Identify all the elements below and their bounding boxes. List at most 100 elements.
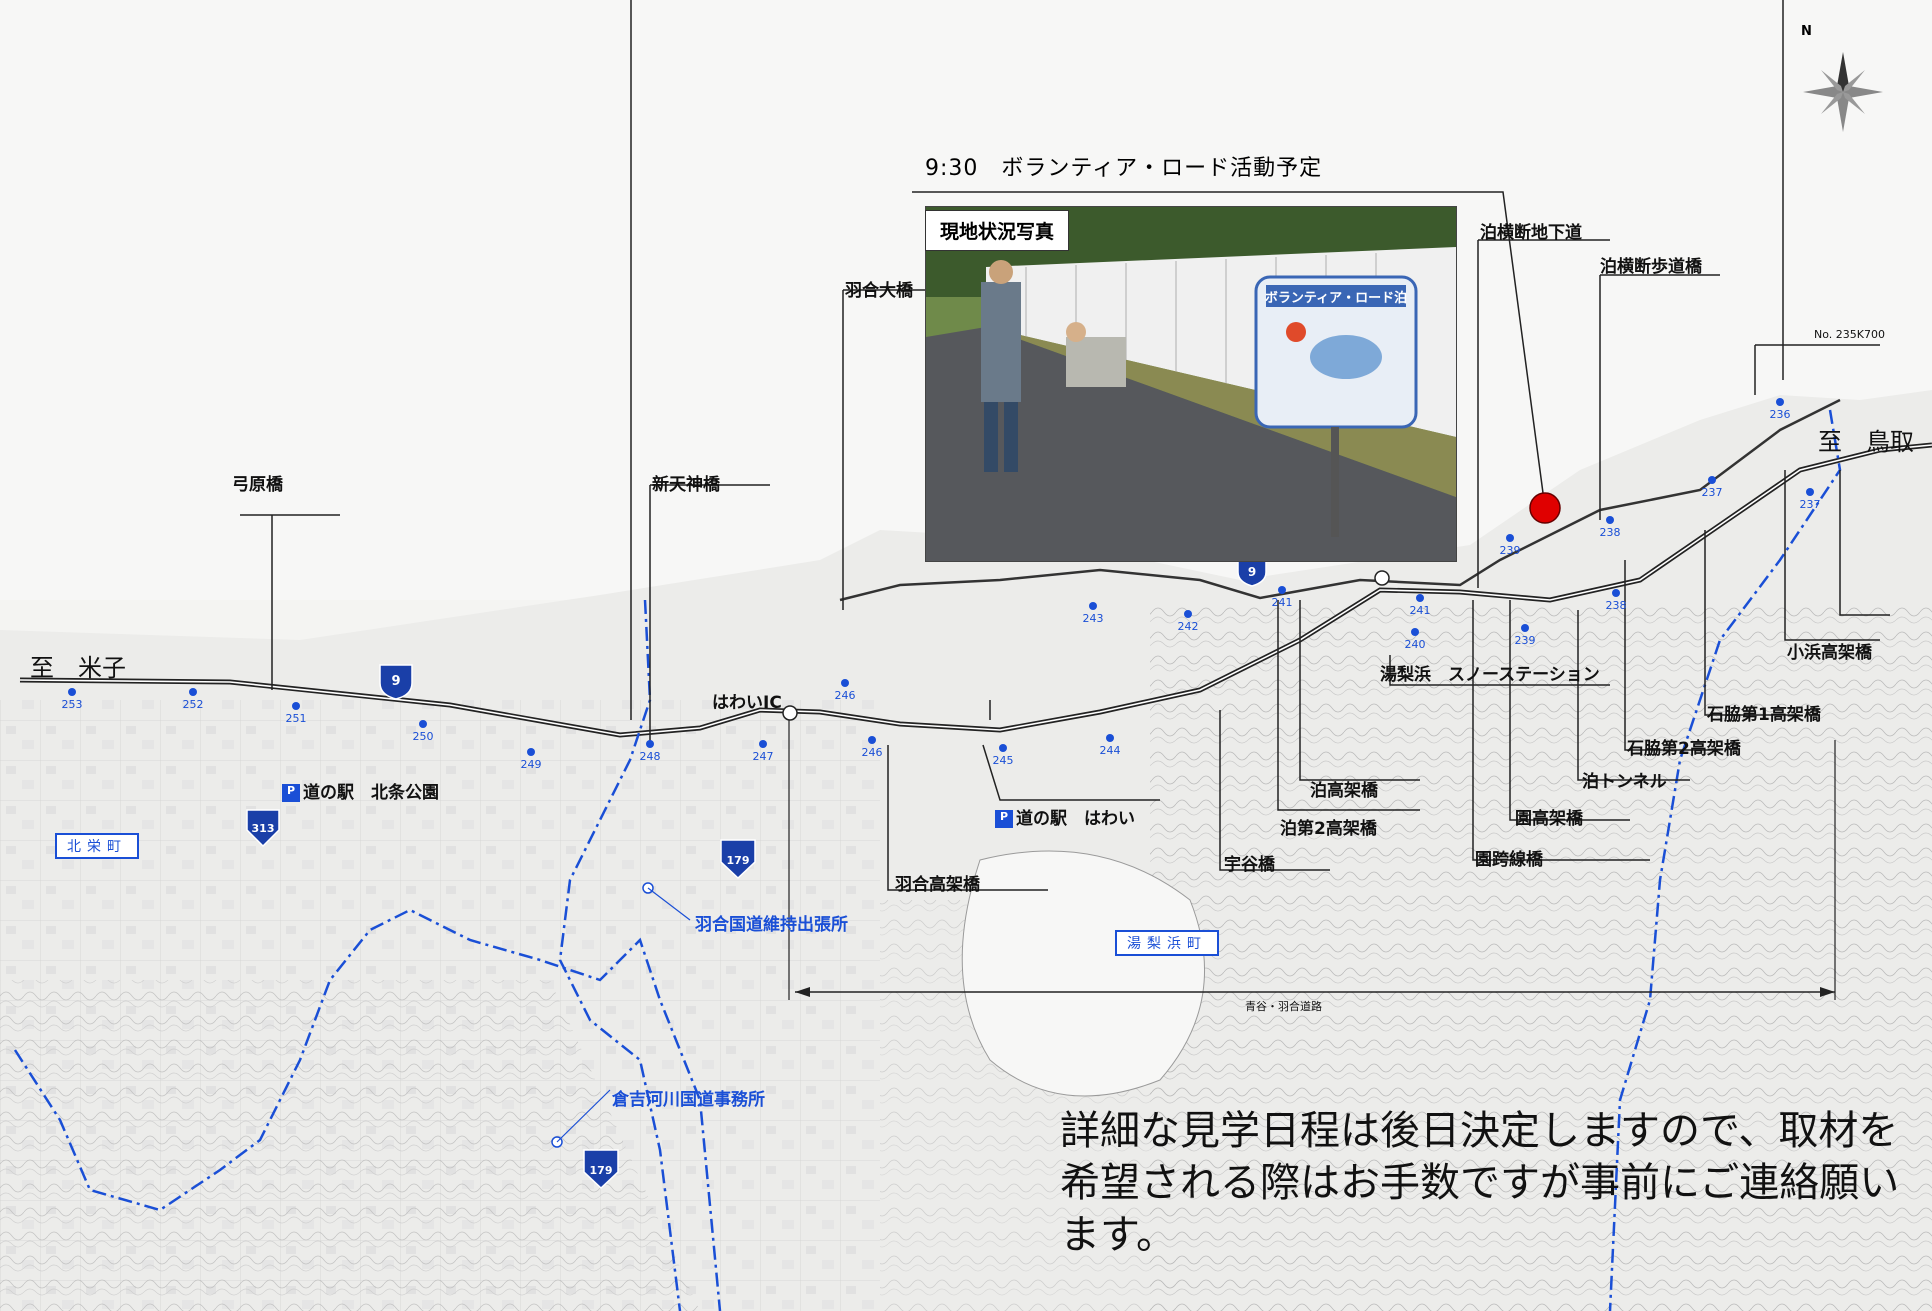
kilometer-post-markers: 253 252 251 250 249 248 247 246 246 245 244 243 242 2… — [62, 398, 1821, 771]
lake-togo — [961, 850, 1205, 1097]
michinoeki-hawai-label: 道の駅 はわい — [1016, 809, 1135, 829]
km-marker-dot — [1278, 586, 1286, 594]
bridge-tomari-kokakyo: 泊高架橋 — [1310, 781, 1378, 801]
town-yurihama: 湯梨浜町 — [1115, 930, 1219, 956]
route-shield-179-number: 179 — [727, 854, 750, 867]
km-marker-dot — [68, 688, 76, 696]
kurayoshi-office: 倉吉河川国道事務所 — [612, 1090, 765, 1110]
bridge-utani: 宇谷橋 — [1224, 855, 1275, 875]
km-marker-dot — [1106, 734, 1114, 742]
route-shield-9 — [379, 664, 413, 700]
bridge-kohama: 小浜高架橋 — [1787, 643, 1872, 663]
town-hokuei: 北栄町 — [55, 833, 139, 859]
tunnel-tomari: 泊トンネル — [1582, 772, 1667, 792]
hills-east — [1150, 600, 1932, 1311]
km-marker-label: 247 — [753, 750, 774, 763]
km-marker-dot — [1612, 589, 1620, 597]
road-name-label: 青谷・羽合道路 — [1245, 1000, 1322, 1013]
km-marker-label: 244 — [1100, 744, 1121, 757]
km-marker-dot — [1806, 488, 1814, 496]
km-marker-dot — [1184, 610, 1192, 618]
km-marker-label: 239 — [1515, 634, 1536, 647]
schedule-label: 9:30 ボランティア・ロード活動予定 — [925, 156, 1323, 181]
km-marker-label: 241 — [1410, 604, 1431, 617]
km-marker-dot — [1089, 602, 1097, 610]
north-arrow-icon — [1803, 52, 1883, 132]
bridge-hawai-kokakyo: 羽合高架橋 — [895, 875, 980, 895]
km-marker-label: 243 — [1083, 612, 1104, 625]
km-marker-label: 237 — [1702, 486, 1723, 499]
hills-south-west — [0, 980, 700, 1311]
route-shield-179-south — [583, 1149, 619, 1190]
km-marker-label: 248 — [640, 750, 661, 763]
km-marker-label: 253 — [62, 698, 83, 711]
sign-title: ボランティア・ロード泊 — [1265, 290, 1407, 306]
km-marker-dot — [189, 688, 197, 696]
km-marker-label: 246 — [862, 746, 883, 759]
km-marker-dot — [759, 740, 767, 748]
bridge-ishiwaki-dai2: 石脇第2高架橋 — [1627, 739, 1741, 759]
km-marker-dot — [868, 736, 876, 744]
volunteer-activity-location — [1529, 492, 1561, 524]
km-marker-dot — [1606, 516, 1614, 524]
km-marker-label: 251 — [286, 712, 307, 725]
footbridge-tomari: 泊横断歩道橋 — [1600, 257, 1702, 277]
km-marker-dot — [841, 679, 849, 687]
bridge-sono-kokakyo: 園高架橋 — [1515, 809, 1583, 829]
km-marker-dot — [419, 720, 427, 728]
km-post-label: No. 235K700 — [1814, 328, 1885, 341]
km-marker-label: 238 — [1600, 526, 1621, 539]
route-shield-179 — [720, 839, 756, 880]
km-marker-label: 239 — [1500, 544, 1521, 557]
km-marker-dot — [1416, 594, 1424, 602]
route-shield-9-east-number: 9 — [1248, 565, 1256, 579]
bridge-tomari-dai2: 泊第2高架橋 — [1280, 819, 1377, 839]
municipal-boundary-west — [13, 908, 722, 1311]
underpass-tomari: 泊横断地下道 — [1480, 223, 1582, 243]
km-marker-label: 252 — [183, 698, 204, 711]
destination-west: 至 米子 — [30, 654, 126, 682]
route-shield-9-east — [1237, 555, 1267, 587]
km-marker-label: 238 — [1606, 599, 1627, 612]
km-marker-label: 240 — [1405, 638, 1426, 651]
north-label: N — [1801, 24, 1812, 39]
hawai-maintenance-office: 羽合国道維持出張所 — [695, 915, 848, 935]
hawai-ic: はわいIC — [712, 693, 782, 713]
km-marker-dot — [999, 744, 1007, 752]
bridge-yumigahama: 弓原橋 — [232, 475, 283, 495]
km-marker-dot — [1708, 476, 1716, 484]
destination-east: 至 鳥取 — [1818, 428, 1914, 456]
bridge-sono-kosenkyo: 園跨線橋 — [1475, 850, 1543, 870]
yurihama-snow-station: 湯梨浜 スノーステーション — [1380, 665, 1600, 685]
km-marker-label: 237 — [1800, 498, 1821, 511]
bridge-shintenjin: 新天神橋 — [652, 475, 720, 495]
km-marker-label: 249 — [521, 758, 542, 771]
km-marker-dot — [292, 702, 300, 710]
coastal-road — [839, 398, 1841, 602]
bridge-hawai-ohashi: 羽合大橋 — [845, 281, 913, 301]
km-marker-label: 242 — [1178, 620, 1199, 633]
km-marker-dot — [646, 740, 654, 748]
km-marker-label: 236 — [1770, 408, 1791, 421]
km-marker-dot — [1411, 628, 1419, 636]
km-marker-dot — [1776, 398, 1784, 406]
km-marker-dot — [1506, 534, 1514, 542]
km-marker-label: 245 — [993, 754, 1014, 767]
route-shield-313 — [246, 809, 280, 848]
bridge-ishiwaki-dai1: 石脇第1高架橋 — [1707, 705, 1821, 725]
photo-label: 現地状況写真 — [925, 210, 1070, 251]
route-shield-9-number: 9 — [391, 674, 400, 689]
site-photo: ボランティア・ロード泊 — [925, 206, 1457, 562]
route-shield-179-south-number: 179 — [590, 1164, 613, 1177]
km-marker-label: 250 — [413, 730, 434, 743]
route-shield-313-number: 313 — [252, 822, 275, 835]
michinoeki-hojo-label: 道の駅 北条公園 — [303, 783, 439, 803]
km-marker-label: 241 — [1272, 596, 1293, 609]
municipal-boundary-east — [1608, 409, 1842, 1311]
km-marker-dot — [527, 748, 535, 756]
km-marker-dot — [1521, 624, 1529, 632]
tenjin-river — [558, 599, 682, 1311]
km-marker-label: 246 — [835, 689, 856, 702]
